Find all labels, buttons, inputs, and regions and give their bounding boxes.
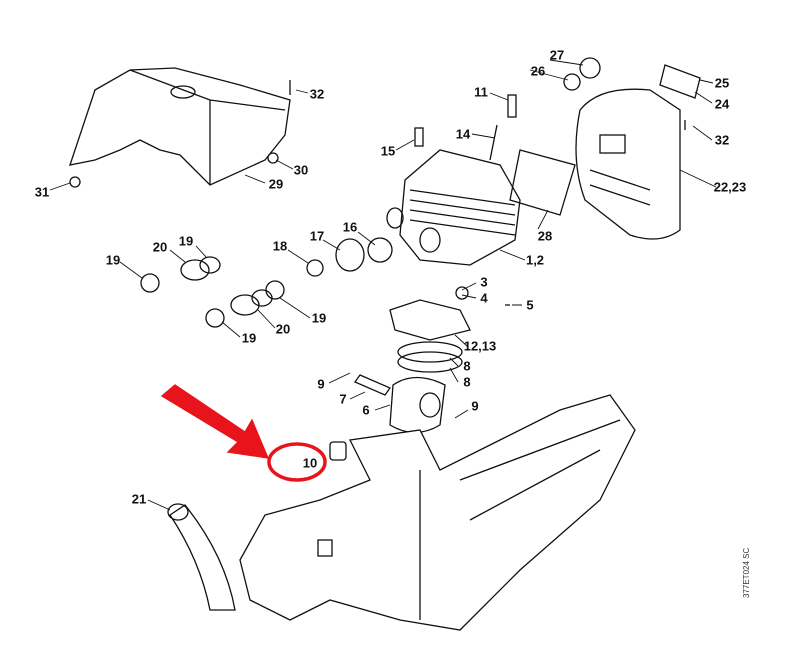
part-label: 6 <box>362 402 370 418</box>
red-arrow-icon <box>160 384 270 459</box>
part-label: 22,23 <box>713 179 747 195</box>
part-label: 30 <box>293 162 309 178</box>
part-label: 11 <box>474 84 488 100</box>
part-label: 24 <box>714 96 730 112</box>
part-label: 7 <box>339 391 347 407</box>
part-label: 14 <box>455 126 471 142</box>
part-label: 28 <box>537 228 553 244</box>
part-label: 27 <box>549 47 565 63</box>
part-label: 1,2 <box>525 252 545 268</box>
part-label: 9 <box>471 398 479 414</box>
part-label: 20 <box>275 321 291 337</box>
part-label: 31 <box>34 184 50 200</box>
part-label: 29 <box>268 176 284 192</box>
part-label: 8 <box>463 358 471 374</box>
part-label: 4 <box>480 290 488 306</box>
part-label: 12,13 <box>463 338 497 354</box>
part-label: 19 <box>178 233 194 249</box>
part-label: 5 <box>526 297 534 313</box>
part-label: 17 <box>309 228 325 244</box>
part-label: 9 <box>317 376 325 392</box>
needle-bearing-part <box>329 441 347 461</box>
part-label: 19 <box>105 252 121 268</box>
part-label: 20 <box>152 239 168 255</box>
piston-part <box>389 376 446 434</box>
drawing-code: 377ET024 SC <box>742 547 751 598</box>
part-label: 19 <box>241 330 257 346</box>
highlight-circle <box>267 442 327 482</box>
part-label: 16 <box>342 219 358 235</box>
crankcase-part <box>239 394 636 631</box>
part-label: 32 <box>714 132 730 148</box>
part-label: 19 <box>311 310 327 326</box>
muffler-part <box>575 88 681 240</box>
part-label: 21 <box>131 491 147 507</box>
part-label: 15 <box>380 143 396 159</box>
part-label: 25 <box>714 75 730 91</box>
part-label: 26 <box>530 63 546 79</box>
part-label: 18 <box>272 238 288 254</box>
part-label: 10 <box>302 455 318 471</box>
part-label: 8 <box>463 374 471 390</box>
part-label: 32 <box>309 86 325 102</box>
part-label: 3 <box>480 274 488 290</box>
